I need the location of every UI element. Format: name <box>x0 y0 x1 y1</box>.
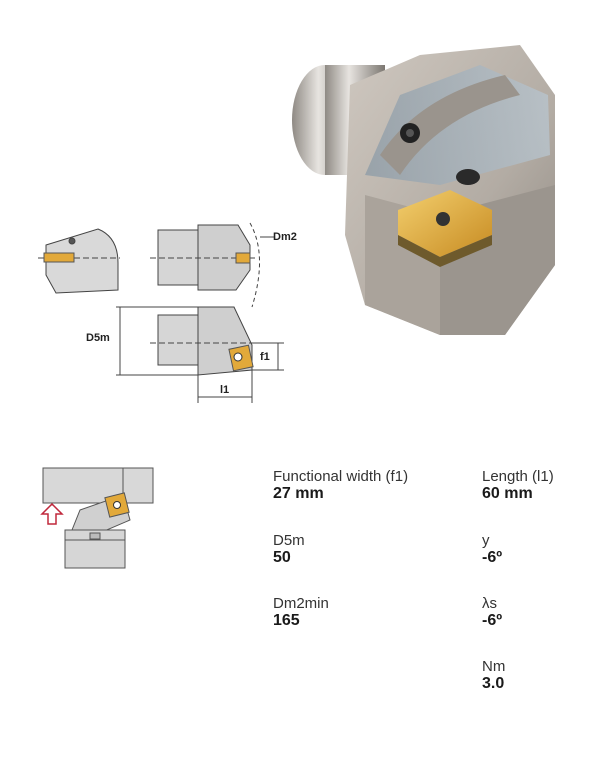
property-label: D5m <box>273 532 305 549</box>
property-gamma: y -6º <box>482 532 502 567</box>
property-value: -6º <box>482 612 503 629</box>
property-label: Nm <box>482 658 506 675</box>
cutting-head-photo-icon <box>292 45 555 335</box>
property-label: y <box>482 532 490 549</box>
l1-label: l1 <box>220 384 229 396</box>
d5m-label: D5m <box>86 332 110 344</box>
property-value: 165 <box>273 612 300 629</box>
property-label: Dm2min <box>273 595 329 612</box>
f1-label: f1 <box>260 351 270 363</box>
property-length: Length (l1) 60 mm <box>482 468 554 503</box>
application-diagram-icon <box>42 467 154 569</box>
property-dm2min: Dm2min 165 <box>273 595 329 630</box>
property-functional-width: Functional width (f1) 27 mm <box>273 468 408 503</box>
property-value: -6º <box>482 549 503 566</box>
property-value: 50 <box>273 549 291 566</box>
property-label: Functional width (f1) <box>273 468 409 485</box>
property-value: 60 mm <box>482 485 533 502</box>
technical-drawing-icon: Dm2 D5m f1 l1 <box>38 222 297 403</box>
property-nm: Nm 3.0 <box>482 658 505 693</box>
property-label: λs <box>482 595 497 612</box>
property-lambda-s: λs -6º <box>482 595 502 630</box>
property-d5m: D5m 50 <box>273 532 305 567</box>
property-value: 3.0 <box>482 675 505 692</box>
property-value: 27 mm <box>273 485 324 502</box>
dm2-label: Dm2 <box>273 231 297 243</box>
feed-direction-arrow-icon <box>40 503 64 525</box>
property-label: Length (l1) <box>482 468 554 485</box>
